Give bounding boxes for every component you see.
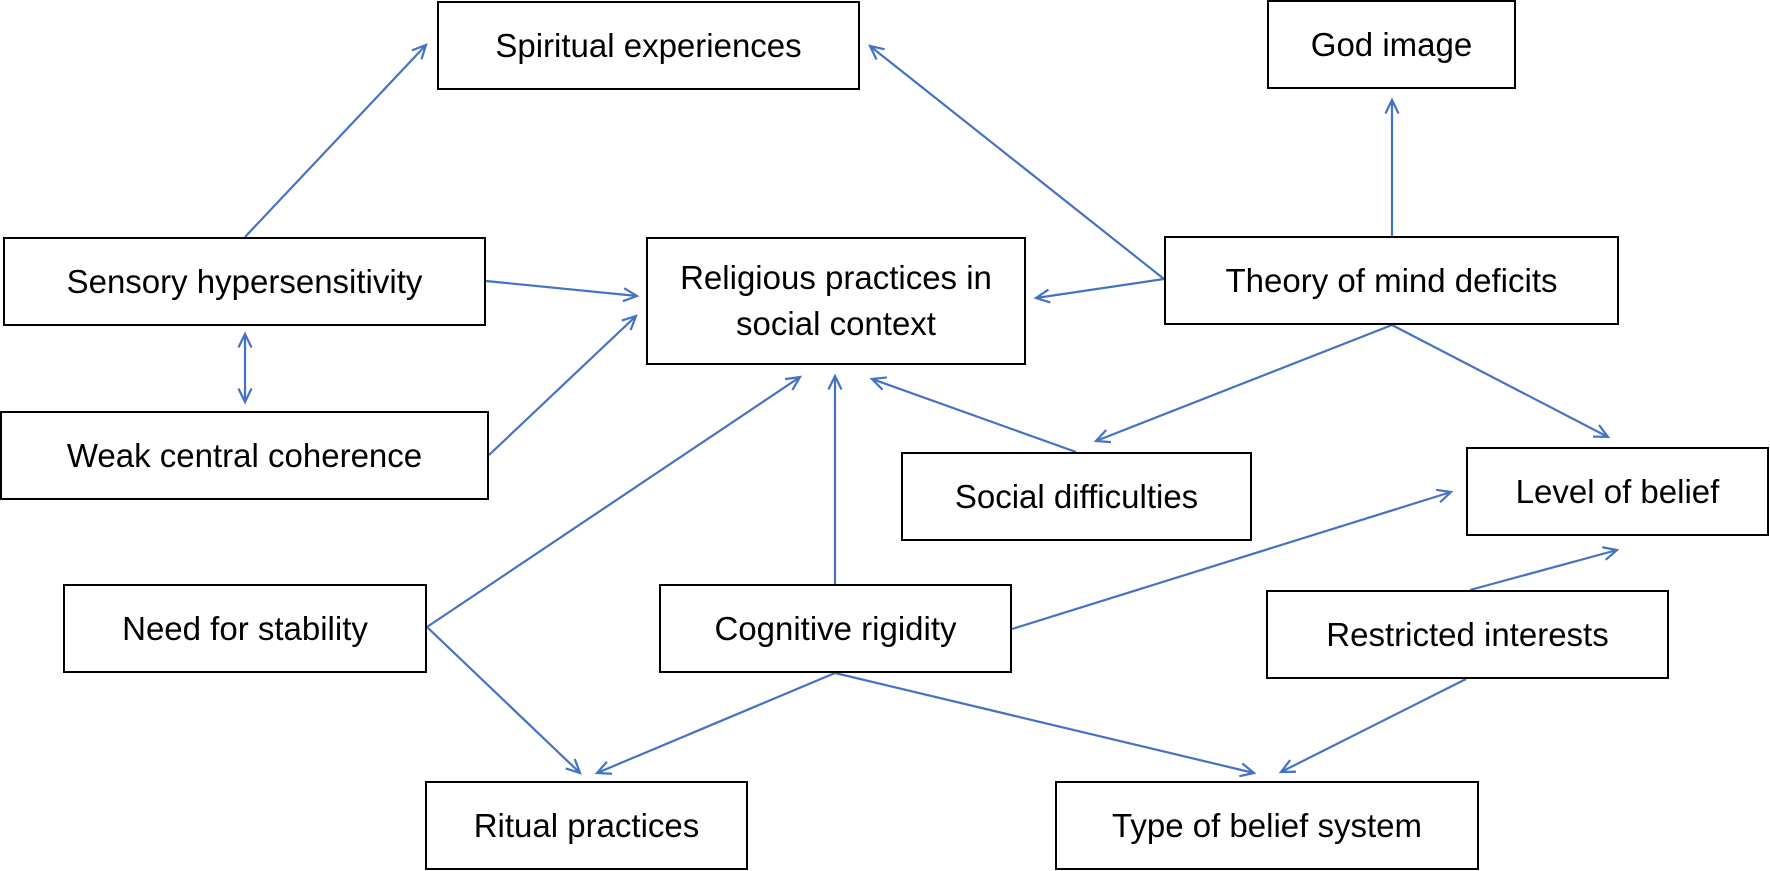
node-label: God image: [1310, 25, 1473, 63]
node-restricted-interests: Restricted interests: [1266, 590, 1669, 679]
arrow-theory-of-mind-to-spiritual-experiences: [868, 44, 1165, 280]
arrowhead: [565, 758, 582, 775]
arrowhead: [1093, 429, 1112, 444]
arrowhead: [868, 44, 885, 60]
arrow-need-for-stability-to-religious-practices: [426, 375, 803, 628]
arrowhead: [1033, 288, 1051, 304]
arrow-sensory-hypersensitivity-to-weak-central-coherence: [237, 331, 253, 405]
node-label: Social difficulties: [954, 477, 1199, 515]
arrow-need-for-stability-to-ritual-practices: [426, 626, 582, 775]
node-need-for-stability: Need for stability: [63, 584, 427, 673]
arrow-weak-central-coherence-to-religious-practices: [488, 314, 638, 456]
node-label: Spiritual experiences: [495, 26, 802, 64]
arrow-theory-of-mind-to-religious-practices: [1033, 277, 1165, 304]
arrow-line: [426, 376, 801, 628]
arrowhead: [622, 287, 640, 303]
node-label: Restricted interests: [1326, 615, 1609, 653]
arrowhead: [1239, 762, 1257, 778]
arrowhead: [621, 314, 638, 331]
node-theory-of-mind: Theory of mind deficits: [1164, 236, 1619, 325]
arrowhead: [411, 43, 428, 60]
arrow-sensory-hypersensitivity-to-religious-practices: [485, 279, 640, 303]
arrowhead: [1592, 424, 1611, 439]
arrow-cognitive-rigidity-to-level-of-belief: [1011, 488, 1454, 631]
node-label: Theory of mind deficits: [1225, 261, 1558, 299]
arrowhead: [784, 375, 803, 391]
arrowhead: [237, 331, 253, 348]
arrow-theory-of-mind-to-social-difficulties: [1093, 323, 1393, 444]
node-label-line-2: social context: [736, 305, 936, 342]
node-label: Cognitive rigidity: [714, 609, 957, 647]
arrow-line: [869, 45, 1165, 280]
arrowhead: [827, 373, 843, 390]
node-level-of-belief: Level of belief: [1466, 447, 1769, 536]
node-type-of-belief-system: Type of belief system: [1055, 781, 1479, 870]
arrowhead: [1602, 546, 1620, 561]
arrow-line: [1095, 323, 1393, 443]
arrow-sensory-hypersensitivity-to-spiritual-experiences: [244, 43, 428, 238]
node-label: Type of belief system: [1112, 806, 1422, 844]
arrow-line: [1280, 678, 1467, 773]
node-ritual-practices: Ritual practices: [425, 781, 748, 870]
arrow-line: [488, 315, 637, 456]
arrow-line: [834, 671, 1255, 775]
node-label-line-1: Religious practices in: [680, 259, 992, 296]
arrow-line: [1035, 277, 1165, 300]
node-god-image: God image: [1267, 0, 1516, 89]
arrow-cognitive-rigidity-to-ritual-practices: [594, 671, 836, 775]
arrow-restricted-interests-to-level-of-belief: [1469, 546, 1620, 592]
node-label: Ritual practices: [473, 806, 700, 844]
arrowhead: [594, 761, 613, 775]
arrow-cognitive-rigidity-to-religious-practices: [827, 373, 843, 584]
arrowhead: [1278, 759, 1297, 774]
arrowhead: [237, 388, 253, 405]
node-weak-central-coherence: Weak central coherence: [0, 411, 489, 500]
arrow-line: [871, 377, 1077, 454]
arrow-theory-of-mind-to-level-of-belief: [1391, 324, 1611, 439]
arrow-line: [1011, 490, 1452, 631]
node-label: Sensory hypersensitivity: [66, 262, 423, 300]
arrow-line: [244, 44, 427, 238]
node-cognitive-rigidity: Cognitive rigidity: [659, 584, 1012, 673]
arrow-social-difficulties-to-religious-practices: [869, 376, 1077, 454]
arrow-restricted-interests-to-type-of-belief-system: [1278, 678, 1467, 774]
arrowhead: [1435, 488, 1454, 504]
arrowhead: [1384, 97, 1400, 114]
arrowhead: [869, 376, 888, 391]
arrow-line: [426, 626, 581, 774]
node-label: Need for stability: [122, 609, 368, 647]
node-spiritual-experiences: Spiritual experiences: [437, 1, 860, 90]
node-religious-practices: Religious practices in social context: [646, 237, 1026, 365]
arrow-line: [596, 671, 836, 775]
node-label: Weak central coherence: [66, 436, 423, 474]
node-social-difficulties: Social difficulties: [901, 452, 1252, 541]
node-sensory-hypersensitivity: Sensory hypersensitivity: [3, 237, 486, 326]
arrow-line: [485, 279, 638, 298]
arrow-cognitive-rigidity-to-type-of-belief-system: [834, 671, 1257, 778]
arrow-theory-of-mind-to-god-image: [1384, 97, 1400, 236]
arrow-line: [1469, 548, 1618, 592]
node-label: Level of belief: [1515, 472, 1720, 510]
arrow-line: [1391, 324, 1609, 438]
